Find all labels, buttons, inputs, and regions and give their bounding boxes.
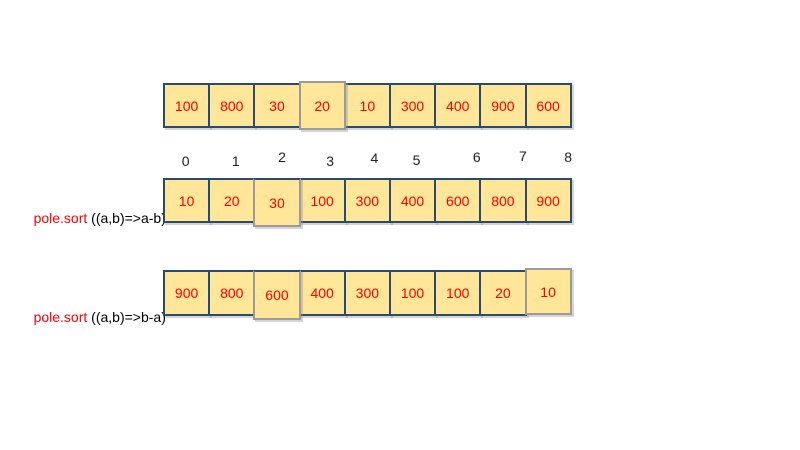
array-cell: 400	[388, 178, 437, 223]
array-cell: 10	[524, 268, 572, 315]
array-cell: 10	[163, 178, 211, 223]
array-cell: 300	[343, 270, 391, 316]
sort-descending-label-args: ((a,b)=>b-a)	[87, 309, 166, 325]
array-cell: 400	[434, 83, 482, 128]
array-cell: 800	[208, 270, 256, 316]
sort-descending-label-code: pole.sort	[33, 309, 88, 325]
sort-ascending-label: pole.sort ((a,b)=>a-b)	[18, 194, 166, 242]
index-label: 4	[370, 150, 379, 166]
sort-ascending-label-code: pole.sort	[33, 210, 88, 226]
array-cell: 600	[253, 270, 301, 320]
array-cell: 10	[343, 83, 391, 128]
index-label: 1	[231, 153, 240, 169]
array-cell: 30	[253, 178, 301, 227]
index-label: 6	[472, 149, 481, 165]
array-cell: 800	[479, 178, 527, 223]
array-cell: 100	[434, 270, 482, 316]
sort-ascending-label-args: ((a,b)=>a-b)	[87, 210, 166, 226]
index-label: 2	[278, 149, 286, 165]
array-cell: 600	[434, 178, 482, 223]
array-cell: 600	[524, 83, 572, 128]
index-label: 5	[412, 152, 421, 168]
array-cell: 300	[388, 83, 437, 128]
array-cell: 900	[479, 83, 527, 128]
array-cell: 900	[524, 178, 572, 223]
index-label: 3	[326, 153, 335, 169]
index-label: 0	[181, 153, 190, 169]
array-cell: 800	[208, 83, 256, 128]
array-cell: 100	[388, 270, 437, 316]
array-cell: 400	[298, 270, 346, 316]
array-cell: 300	[343, 178, 391, 223]
array-cell: 20	[479, 270, 527, 316]
array-cell: 100	[163, 83, 211, 128]
array-cell: 30	[253, 83, 301, 128]
array-cell: 900	[163, 270, 211, 316]
array-cell: 20	[298, 81, 346, 130]
sort-descending-label: pole.sort ((a,b)=>b-a)	[18, 293, 166, 341]
array-cell: 100	[298, 178, 346, 223]
array-cell: 20	[208, 178, 256, 223]
index-row: 0 1 2 3 4 5 6 7 8	[163, 148, 588, 169]
index-label: 8	[564, 149, 572, 165]
index-label: 7	[519, 148, 527, 164]
